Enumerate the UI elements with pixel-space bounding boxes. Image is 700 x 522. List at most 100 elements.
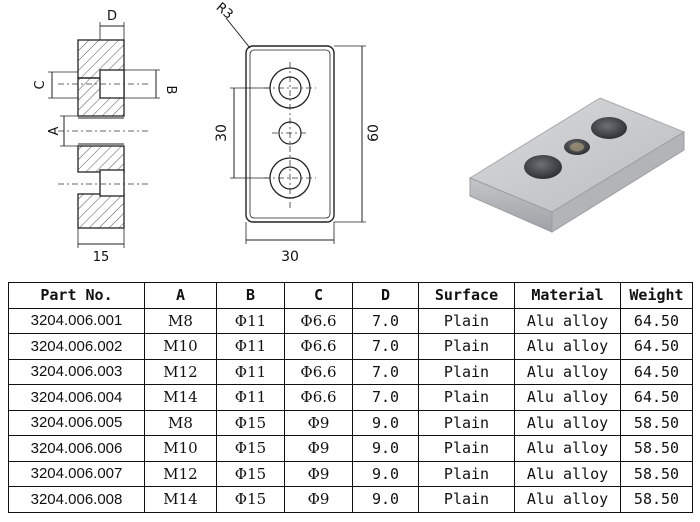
technical-drawing: D C B A 15 [33,0,686,265]
dim-label-d: D [107,9,117,24]
section-bottom-block [77,193,125,229]
cell-b: Φ11 [216,384,285,411]
cell-c: Φ6.6 [284,384,353,411]
cell-part-no: 3204.006.008 [8,486,145,513]
cell-b: Φ11 [216,307,285,334]
plate-3d-render [468,97,686,233]
cell-b: Φ15 [216,486,285,513]
counterbore-lower [99,169,125,197]
dim-label-thickness: 15 [93,250,110,265]
cell-weight: 64.50 [620,358,693,385]
cell-material: Alu alloy [514,307,621,334]
cell-c: Φ6.6 [284,358,353,385]
dim-label-b: B [163,86,178,95]
left-counterbore-hole [524,155,562,179]
cell-surface: Plain [418,333,515,360]
cell-c: Φ9 [284,409,353,436]
cell-d: 9.0 [352,460,419,487]
section-lower-web [77,145,125,173]
side-section-view: D C B A 15 [33,9,178,265]
cell-weight: 64.50 [620,384,693,411]
cell-material: Alu alloy [514,384,621,411]
cell-b: Φ11 [216,358,285,385]
dim-label-c: C [33,80,48,89]
cell-material: Alu alloy [514,435,621,462]
cell-a: M12 [144,358,217,385]
cell-d: 9.0 [352,435,419,462]
cell-surface: Plain [418,486,515,513]
cell-weight: 58.50 [620,409,693,436]
header-weight: Weight [620,282,693,309]
cell-surface: Plain [418,384,515,411]
cell-part-no: 3204.006.006 [8,435,145,462]
cell-a: M14 [144,384,217,411]
header-material: Material [514,282,621,309]
cell-a: M8 [144,307,217,334]
dim-label-a: A [47,126,62,135]
header-part-no: Part No. [8,282,145,309]
cell-a: M8 [144,409,217,436]
header-b: B [216,282,285,309]
header-c: C [284,282,353,309]
cell-a: M14 [144,486,217,513]
right-counterbore-hole [591,117,627,139]
cell-part-no: 3204.006.004 [8,384,145,411]
cell-part-no: 3204.006.007 [8,460,145,487]
cell-part-no: 3204.006.002 [8,333,145,360]
cell-d: 7.0 [352,333,419,360]
cell-a: M10 [144,333,217,360]
cell-part-no: 3204.006.001 [8,307,145,334]
cell-surface: Plain [418,307,515,334]
cell-c: Φ6.6 [284,333,353,360]
dim-label-hole-spacing: 30 [214,124,230,142]
cell-d: 7.0 [352,384,419,411]
cell-d: 7.0 [352,307,419,334]
cell-surface: Plain [418,435,515,462]
cell-b: Φ15 [216,409,285,436]
header-d: D [352,282,419,309]
cell-c: Φ9 [284,460,353,487]
cell-weight: 58.50 [620,460,693,487]
cell-material: Alu alloy [514,486,621,513]
cell-surface: Plain [418,409,515,436]
cell-b: Φ15 [216,435,285,462]
dim-label-height: 60 [366,124,382,142]
cell-weight: 58.50 [620,435,693,462]
dim-label-radius: R3 [213,0,236,23]
cell-c: Φ9 [284,435,353,462]
cell-material: Alu alloy [514,358,621,385]
cell-part-no: 3204.006.005 [8,409,145,436]
header-a: A [144,282,217,309]
cell-weight: 58.50 [620,486,693,513]
header-surface: Surface [418,282,515,309]
cell-b: Φ11 [216,333,285,360]
cell-d: 9.0 [352,409,419,436]
cell-b: Φ15 [216,460,285,487]
cell-c: Φ6.6 [284,307,353,334]
cell-surface: Plain [418,358,515,385]
cell-material: Alu alloy [514,460,621,487]
cell-a: M12 [144,460,217,487]
cell-weight: 64.50 [620,333,693,360]
cell-surface: Plain [418,460,515,487]
cell-a: M10 [144,435,217,462]
top-view: R3 30 60 30 [213,0,382,265]
cell-d: 7.0 [352,358,419,385]
cell-material: Alu alloy [514,409,621,436]
plate-right-face [551,131,685,233]
cell-d: 9.0 [352,486,419,513]
dim-label-width: 30 [281,249,299,265]
cell-c: Φ9 [284,486,353,513]
cell-material: Alu alloy [514,333,621,360]
